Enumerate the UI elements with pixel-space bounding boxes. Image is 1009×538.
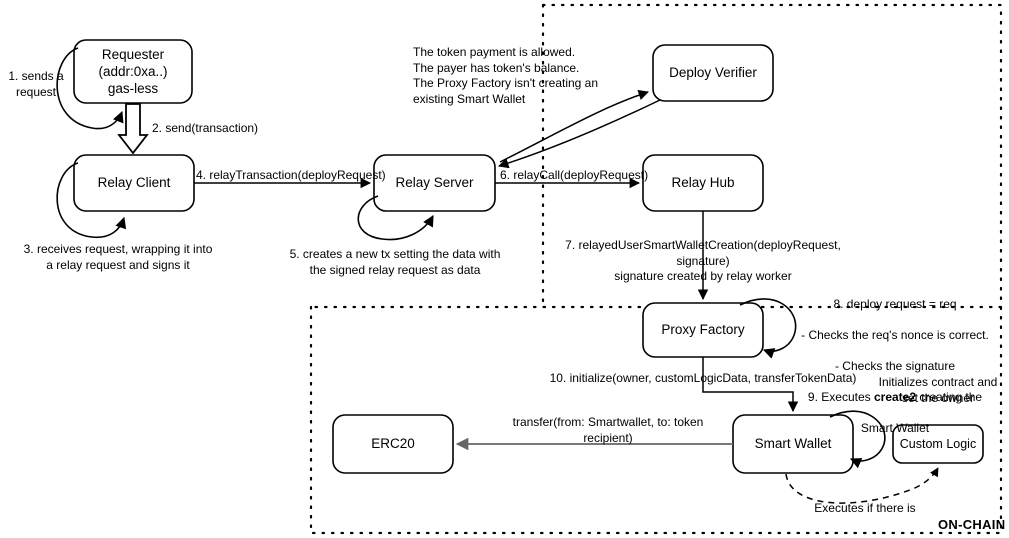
zone-lower-onchain-boundary <box>309 305 1003 535</box>
node-relay-client[interactable] <box>73 154 195 212</box>
edge-label-step6: 6. relayCall(deployRequest) <box>500 168 649 182</box>
edge-step2-block-arrow <box>117 103 149 155</box>
node-deploy-verifier[interactable] <box>652 44 774 102</box>
edge-step3-self-loop <box>56 162 127 239</box>
edge-step8-9-self-loop <box>739 298 797 359</box>
step9-line1: 9. Executes create2 creating the <box>790 390 1000 406</box>
node-proxy-factory[interactable] <box>642 302 764 358</box>
edge-initializes-self-loop <box>829 410 886 469</box>
node-custom-logic[interactable] <box>892 424 984 464</box>
edge-label-step5: 5. creates a new tx setting the data wit… <box>289 247 501 277</box>
edge-label-step4: 4. relayTransaction(deployRequest) <box>196 168 386 182</box>
edge-label-step7: 7. relayedUserSmartWalletCreation(deploy… <box>565 238 841 284</box>
edge-relay-server-to-deploy-verifier <box>499 90 649 163</box>
edge-deploy-verifier-to-relay-server <box>497 99 661 169</box>
step9-line2: Smart Wallet <box>860 421 930 436</box>
edge-step10-proxy-factory-to-smart-wallet <box>702 357 799 413</box>
step9-prefix: 9. Executes <box>807 390 874 405</box>
edge-label-deploy-verifier-note: The token payment is allowed. The payer … <box>413 45 599 106</box>
edge-label-step10: 10. initialize(owner, customLogicData, t… <box>549 371 857 385</box>
node-requester[interactable] <box>73 39 193 104</box>
step8-line2: - Checks the req's nonce is correct. <box>801 327 989 342</box>
edge-label-step3: 3. receives request, wrapping it into a … <box>23 242 213 272</box>
edge-label-step8-9: 8. deploy request = req - Checks the req… <box>790 281 1000 453</box>
step9-suffix: creating the <box>916 390 983 405</box>
edge-label-transfer: transfer(from: Smartwallet, to: token re… <box>512 415 704 445</box>
edge-label-initializes: Initializes contract and set the owner <box>878 375 998 405</box>
step9-bold-create2: create2 <box>873 390 917 405</box>
edge-executes-if-there-is <box>785 467 939 504</box>
zone-label-on-chain: ON-CHAIN <box>938 517 1006 532</box>
edge-label-executes-if-there-is: Executes if there is <box>814 501 916 515</box>
edge-step5-self-loop <box>357 195 434 241</box>
edge-label-step2: 2. send(transaction) <box>152 121 259 135</box>
step8-line3: - Checks the signature <box>834 358 956 373</box>
node-relay-server[interactable] <box>373 154 496 212</box>
zone-upper-onchain-boundary <box>309 3 1003 309</box>
edge-step1-self-loop <box>56 47 124 130</box>
edge-label-step1: 1. sends a request <box>8 69 64 99</box>
step8-line1: 8. deploy request = req <box>833 296 957 311</box>
node-erc20[interactable] <box>332 414 454 474</box>
